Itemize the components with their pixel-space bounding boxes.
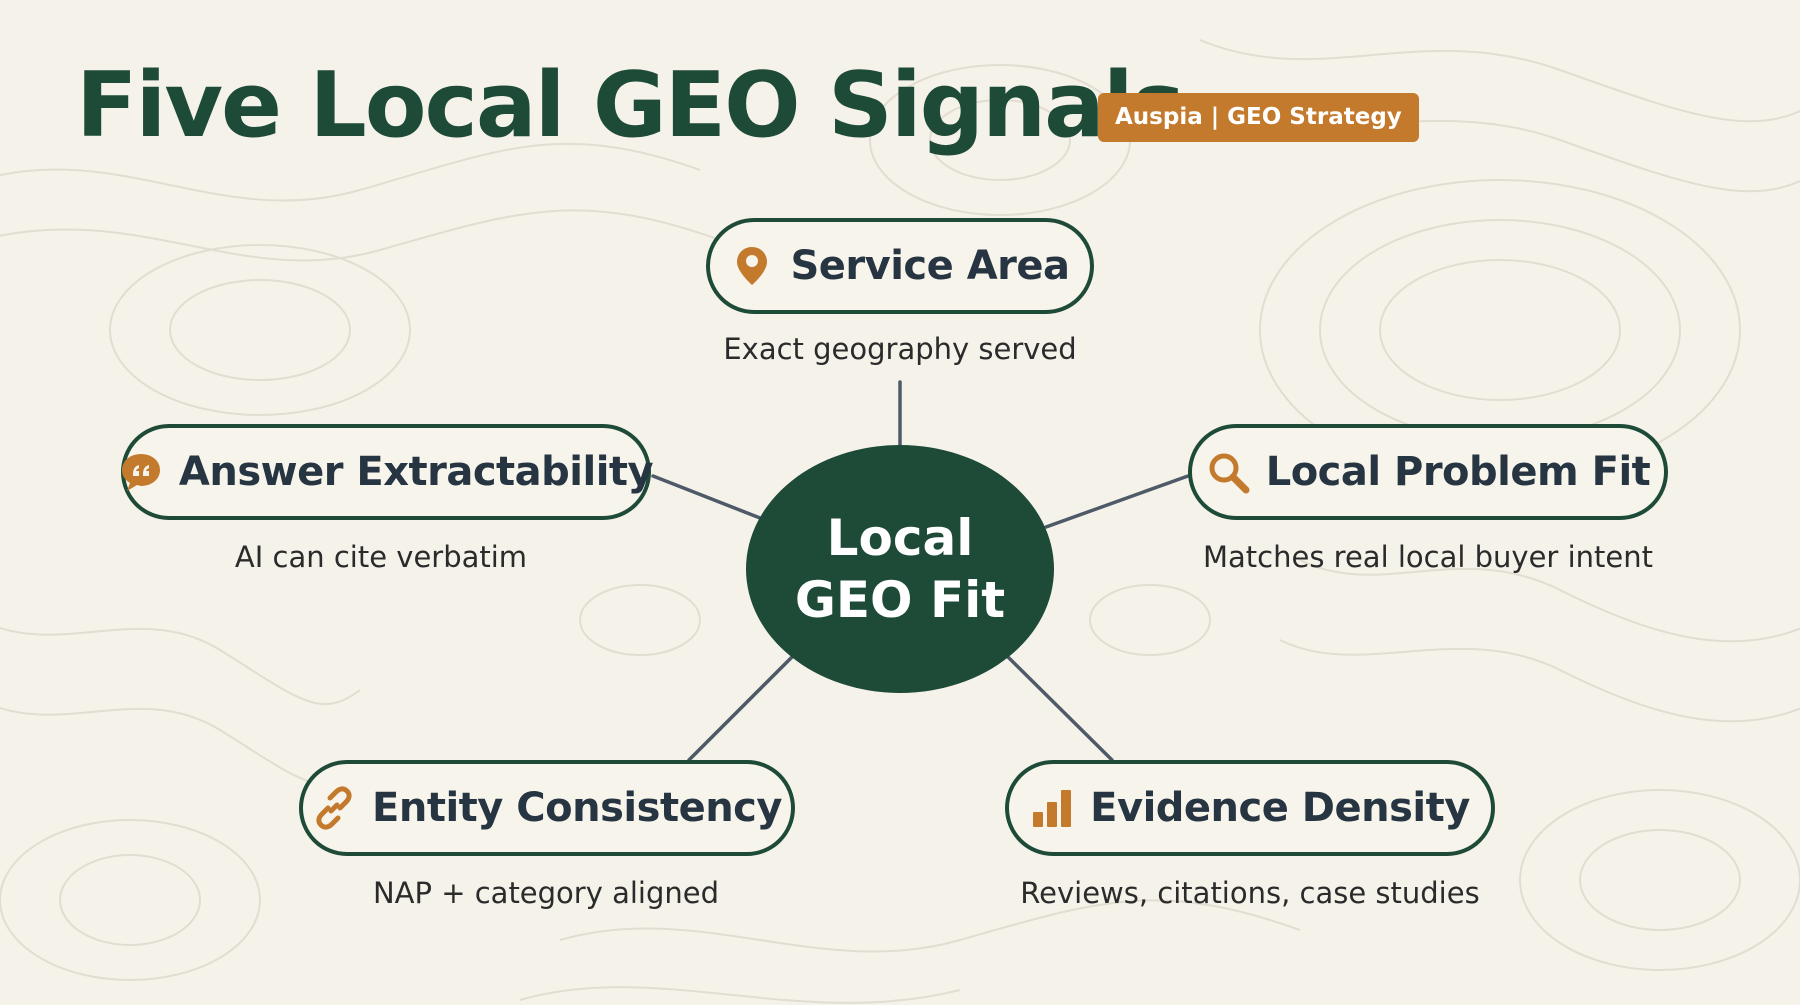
signal-label: Answer Extractability: [178, 449, 654, 495]
signal-description: AI can cite verbatim: [234, 540, 528, 574]
signal-service-area: Service Area: [706, 218, 1094, 314]
connector-local-problem-fit: [1044, 474, 1190, 529]
signal-evidence-density: Evidence Density: [1005, 760, 1495, 856]
signal-entity-consistency: Entity Consistency: [299, 760, 795, 856]
chain-link-icon: [312, 786, 356, 830]
signal-label: Service Area: [790, 243, 1070, 289]
signal-answer-extractability: Answer Extractability: [119, 424, 654, 520]
hub-label: Local GEO Fit: [794, 509, 1006, 629]
signal-description: Exact geography served: [723, 332, 1077, 366]
connector-entity-consistency: [687, 655, 794, 762]
signal-label: Entity Consistency: [372, 785, 782, 831]
brand-badge: Auspia | GEO Strategy: [1098, 93, 1419, 142]
speech-bubble-quote-icon: [119, 450, 163, 494]
signal-description: Matches real local buyer intent: [1203, 540, 1653, 574]
signal-label: Evidence Density: [1090, 785, 1470, 831]
signal-label: Local Problem Fit: [1265, 449, 1651, 495]
connector-answer-extractability: [651, 474, 762, 520]
hub-node: Local GEO Fit: [746, 445, 1054, 693]
signal-description: NAP + category aligned: [372, 876, 720, 910]
signal-description: Reviews, citations, case studies: [1020, 876, 1480, 910]
signal-local-problem-fit: Local Problem Fit: [1188, 424, 1668, 520]
page-title: Five Local GEO Signals: [76, 53, 1185, 158]
connector-evidence-density: [1006, 655, 1114, 762]
bar-chart-icon: [1030, 786, 1074, 830]
magnifier-icon: [1206, 450, 1250, 494]
map-pin-icon: [730, 244, 774, 288]
